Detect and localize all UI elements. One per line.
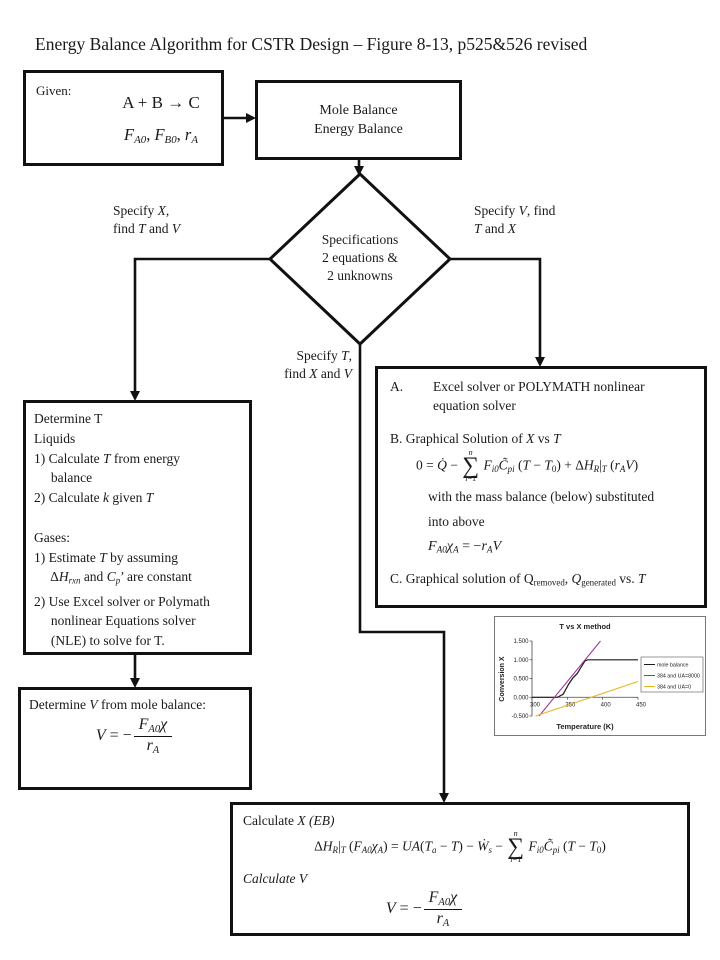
given-box: Given: A + B → C FA0, FB0, rA	[23, 70, 224, 166]
given-label: Given:	[36, 83, 72, 98]
connector-diamond-right	[450, 257, 542, 359]
text-line: Determine T	[34, 411, 103, 426]
y-tick-label: 1.000	[513, 658, 529, 664]
text-line: T and X	[474, 220, 517, 236]
arrowhead-down-determine-t	[130, 391, 140, 401]
text-line: ΔHrxn and Cp’ are constant	[34, 569, 192, 586]
decision-diamond-text: Specifications 2 equations & 2 unknowns	[270, 231, 450, 285]
arrowhead-down-determine-v	[130, 678, 140, 688]
text-line: find T and V	[113, 220, 181, 236]
page-title: Energy Balance Algorithm for CSTR Design…	[35, 34, 588, 54]
text-line: Energy Balance	[314, 122, 403, 137]
text-line: 1) Calculate T from energy	[34, 450, 180, 466]
text-line: (NLE) to solve for T.	[34, 633, 165, 649]
text-line: Mole Balance	[319, 102, 398, 118]
chart-legend	[640, 656, 704, 693]
y-tick-label: 1.500	[513, 639, 529, 645]
branch-label-specify-t: Specify T, find X and V	[230, 347, 352, 382]
determine-t-box: Determine T Liquids 1) Calculate T from en…	[23, 400, 252, 655]
text-line: 2 equations &	[322, 250, 398, 265]
legend-label: 384 and UA=0	[657, 685, 691, 691]
text-line: Specify X,	[113, 203, 170, 218]
calc-x-title: Calculate X (EB)	[243, 813, 335, 828]
option-b-note1: with the mass balance (below) substitute…	[428, 488, 655, 504]
decision-diamond	[267, 171, 453, 347]
arrowhead-down-calc	[439, 793, 449, 803]
text-line: Gases:	[34, 529, 70, 545]
chart-ylabel: Conversion X	[499, 656, 506, 701]
calc-x-equation: ΔHR|T (FA0χA) = UA(Ta − T) − Ẇs − n∑i=1…	[314, 829, 606, 864]
option-a-label: A.	[390, 379, 404, 394]
text-line: find X and V	[284, 365, 352, 381]
text-line: nonlinear Equations solver	[34, 613, 196, 629]
option-b-note2: into above	[428, 513, 485, 529]
calc-v-title: Calculate V	[243, 870, 308, 886]
x-tick-label: 400	[601, 702, 612, 708]
option-c-line: C. Graphical solution of Qremoved, Qgene…	[390, 571, 646, 588]
option-b-line: B. Graphical Solution of X vs T	[390, 431, 561, 446]
arrowhead-down-diamond	[354, 166, 364, 176]
determine-v-title: Determine V from mole balance:	[29, 697, 206, 712]
text-line: Specify V, find	[474, 203, 556, 218]
arrowhead-down-abc	[535, 357, 545, 367]
branch-label-specify-v: Specify V, find T and X	[474, 202, 555, 237]
solver-options-box: A. Excel solver or POLYMATH nonlinear eq…	[375, 366, 707, 608]
text-line: 2) Calculate k given T	[34, 490, 154, 506]
calculate-x-eb-box: Calculate X (EB) ΔHR|T (FA0χA) = UA(Ta −…	[230, 802, 690, 936]
text-line: Specifications	[321, 232, 399, 247]
x-tick-label: 350	[565, 702, 576, 708]
connector-diamond-bottom	[358, 344, 446, 795]
text-line: 2) Use Excel solver or Polymath	[34, 593, 210, 609]
series-line	[535, 681, 639, 717]
chart-xlabel: Temperature (K)	[556, 722, 614, 731]
determine-t-text: Determine T Liquids 1) Calculate T from en…	[34, 409, 241, 651]
energy-balance-equation: 0 = Q̇ − n∑i=1 Fi0C̃pi (T − T0) + ΔHR|T …	[416, 448, 639, 483]
text-line	[34, 508, 241, 528]
y-tick-label: 0.500	[513, 677, 529, 683]
option-a-line1: Excel solver or POLYMATH nonlinear	[433, 379, 645, 394]
text-line: Liquids	[34, 430, 76, 446]
mass-balance-equation: FA0χA = −rAV	[428, 538, 502, 555]
text-line: Specify T,	[296, 348, 352, 363]
reaction-equation: A + B → C	[122, 93, 200, 112]
arrowhead-right	[246, 113, 256, 123]
branch-label-specify-x: Specify X, find T and V	[113, 202, 180, 237]
y-tick-label: 0.000	[513, 695, 529, 701]
series-line	[538, 640, 601, 717]
legend-label: mole balance	[657, 663, 689, 669]
chart-title: T vs X method	[559, 622, 611, 631]
determine-v-box: Determine V from mole balance: V = −FA0χ…	[18, 687, 252, 790]
y-tick-label: -0.500	[511, 714, 529, 720]
text-line: 1) Estimate T by assuming	[34, 549, 179, 565]
connector-diamond-left	[133, 257, 270, 393]
legend-label: 384 and UA=8000	[657, 674, 700, 680]
feed-rates-equation: FA0, FB0, rA	[124, 125, 198, 147]
x-tick-label: 450	[636, 702, 647, 708]
series-line	[532, 659, 638, 698]
x-tick-label: 300	[530, 702, 541, 708]
text-line: balance	[34, 470, 93, 486]
text-line: 2 unknowns	[327, 268, 393, 283]
option-a-line2: equation solver	[433, 398, 516, 413]
